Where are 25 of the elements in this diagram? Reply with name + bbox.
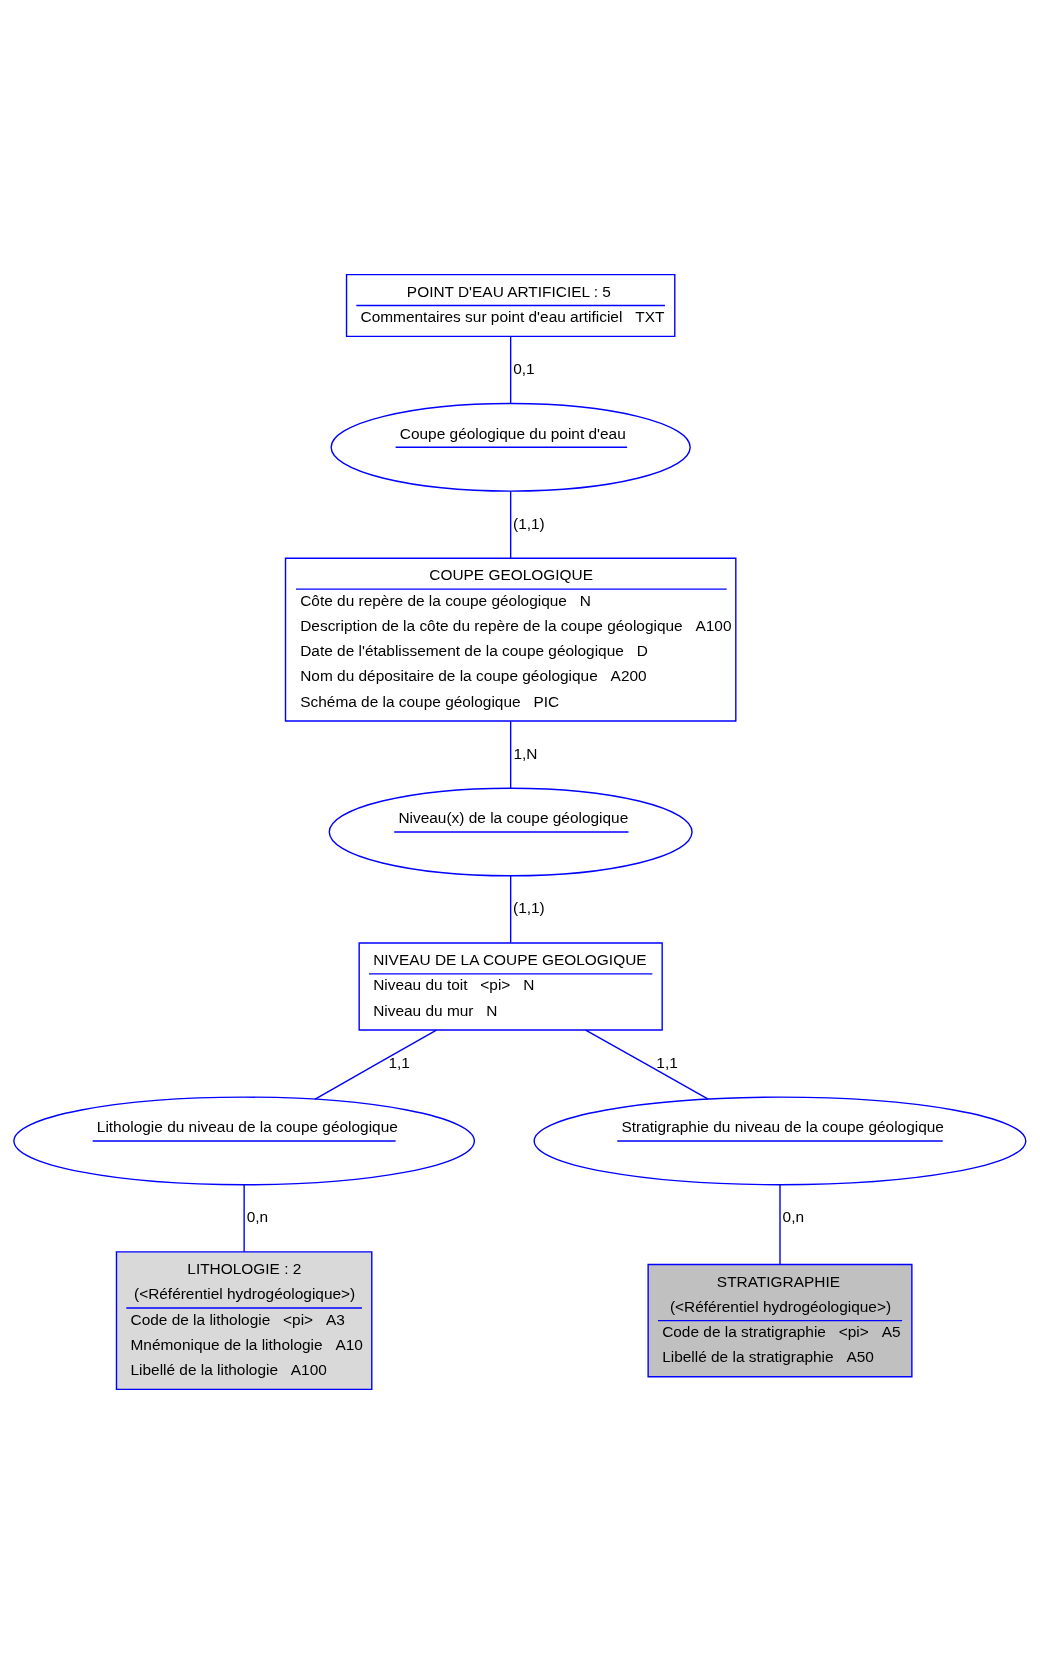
node-box: STRATIGRAPHIE (<Référentiel hydrogéologique>) Code de la stratigraphie <pi> A5 Libellé de la stratigraphie A50	[647, 1263, 913, 1377]
edge-label: 1,1	[656, 1053, 678, 1071]
connector	[314, 1028, 438, 1100]
edge-label: 0,n	[246, 1207, 269, 1225]
node-box: NIVEAU DE LA COUPE GEOLOGIQUE Niveau du toit <pi> N Niveau du mur N	[358, 941, 663, 1031]
connector	[509, 874, 512, 943]
connector	[509, 720, 512, 789]
node-box: LITHOLOGIE : 2 (<Référentiel hydrogéologique>) Code de la lithologie <pi> A3 Mnémonique de la lithologie A10 Libellé de la lithologie A100	[115, 1250, 373, 1390]
connector	[509, 335, 512, 404]
connector	[243, 1183, 245, 1252]
edge-label: 0,n	[782, 1207, 805, 1225]
connector	[585, 1028, 709, 1100]
edge-label: 1,N	[513, 744, 538, 762]
edge-label: 1,1	[388, 1053, 410, 1071]
node-ellipse: Stratigraphie du niveau de la coupe géologique	[533, 1095, 1027, 1185]
node-ellipse: Lithologie du niveau de la coupe géologique	[13, 1095, 476, 1185]
node-box: POINT D'EAU ARTIFICIEL : 5 Commentaires sur point d'eau artificiel TXT	[345, 273, 676, 337]
node-box: COUPE GEOLOGIQUE Côte du repère de la coupe géologique N Description de la côte du repère de la coupe géologique A100 Date de l'établissement de la coupe géologique D Nom du dépositaire de la coupe géologique A200 Schéma de la coupe géologique PIC	[284, 557, 737, 722]
node-ellipse: Coupe géologique du point d'eau	[330, 402, 691, 492]
edge-label: 0,1	[513, 359, 535, 377]
connector	[509, 490, 512, 559]
edge-label: (1,1)	[513, 898, 545, 916]
edge-label: (1,1)	[513, 514, 545, 532]
node-ellipse: Niveau(x) de la coupe géologique	[328, 787, 693, 876]
connector	[779, 1183, 781, 1265]
